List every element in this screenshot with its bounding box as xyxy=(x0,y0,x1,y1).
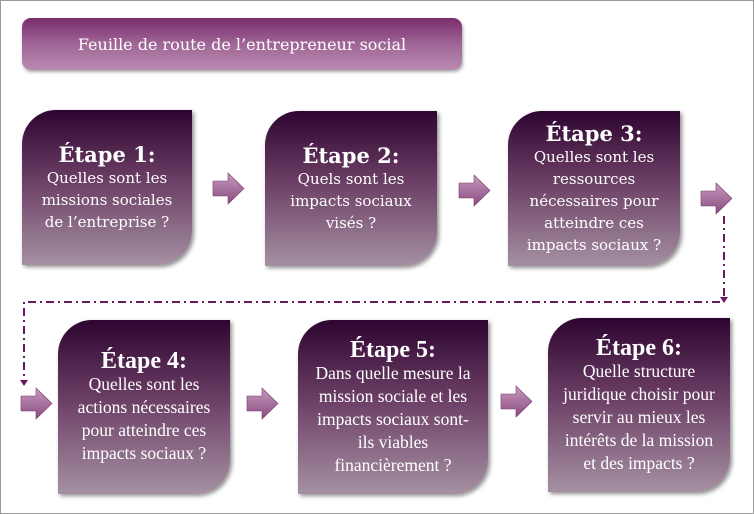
step-2: Étape 2: Quels sont les impacts sociaux … xyxy=(265,111,437,266)
arrow-right-icon xyxy=(212,172,245,205)
diagram-title: Feuille de route de l’entrepreneur socia… xyxy=(22,18,462,70)
step-text: Dans quelle mesure la mission sociale et… xyxy=(315,362,471,475)
step-heading: Étape 1: xyxy=(58,141,156,167)
step-text: Quelle structure juridique choisir pour … xyxy=(563,360,715,473)
step-5: Étape 5: Dans quelle mesure la mission s… xyxy=(298,320,488,494)
step-4: Étape 4: Quelles sont les actions nécess… xyxy=(58,320,230,494)
arrow-right-icon xyxy=(458,174,491,207)
step-text: Quelles sont les ressources nécessaires … xyxy=(526,147,662,254)
step-heading: Étape 3: xyxy=(545,120,643,146)
arrow-right-icon xyxy=(500,385,533,418)
step-text: Quelles sont les actions nécessaires pou… xyxy=(77,374,211,463)
arrow-right-icon xyxy=(246,387,279,420)
arrow-right-icon xyxy=(20,387,53,420)
step-1: Étape 1: Quelles sont les missions socia… xyxy=(22,110,192,265)
step-heading: Étape 6: xyxy=(596,334,682,361)
arrow-right-icon xyxy=(700,182,733,215)
step-text: Quelles sont les missions sociales de l’… xyxy=(41,168,173,231)
step-heading: Étape 4: xyxy=(101,348,187,374)
step-text: Quels sont les impacts sociaux visés ? xyxy=(290,169,412,232)
step-3: Étape 3: Quelles sont les ressources néc… xyxy=(508,111,680,266)
step-6: Étape 6: Quelle structure juridique choi… xyxy=(548,318,730,492)
step-heading: Étape 2: xyxy=(302,142,400,168)
step-heading: Étape 5: xyxy=(350,336,436,363)
